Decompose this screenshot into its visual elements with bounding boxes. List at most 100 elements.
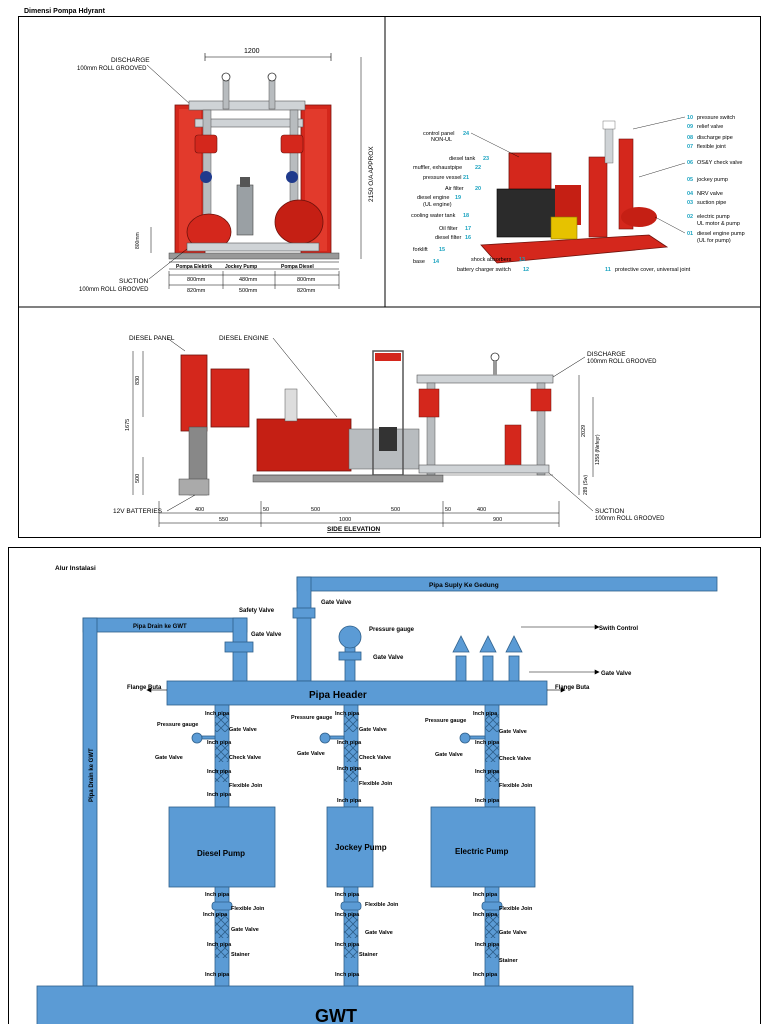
j-check: Check Valve (359, 755, 391, 761)
d-inch-8: Inch pipa (205, 972, 230, 978)
e-inch-2: Inch pipa (475, 740, 500, 746)
j-inch-8: Inch pipa (335, 972, 360, 978)
front-dim-r1-c: 800mm (297, 277, 316, 283)
side-rdim-a: 2029 (581, 425, 587, 437)
callout-22-num: 22 (475, 165, 481, 171)
j-flex: Flexible Join (359, 781, 393, 787)
e-inch-6: Inch pipa (473, 912, 498, 918)
callout-04-label: NRV valve (697, 191, 723, 197)
d-gate-3: Gate Valve (231, 927, 259, 933)
j-stainer: Stainer (359, 952, 379, 958)
callout-13-label: shock absorbers (471, 257, 512, 263)
supply-pipe (296, 576, 718, 592)
callout-20-num: 20 (475, 186, 481, 192)
d-inch-2: Inch pipa (207, 740, 232, 746)
pipa-header (166, 680, 548, 706)
side-elevation: DIESEL PANEL DIESEL ENGINE DISCHARGE 1 (113, 335, 665, 533)
side-dim-r1-a: 400 (195, 507, 204, 513)
label-gate-valve-top: Gate Valve (373, 655, 404, 661)
front-dim-top: 1200 (244, 48, 260, 55)
callout-21-label: pressure vessel (423, 175, 462, 181)
front-suction: SUCTION (119, 278, 149, 285)
diesel-pump-box (168, 806, 276, 888)
d-inch-3: Inch pipa (207, 769, 232, 775)
d-gate-2: Gate Valve (155, 755, 183, 761)
e-gate-1: Gate Valve (499, 729, 527, 735)
j-gate-1: Gate Valve (359, 727, 387, 733)
d-flex-2: Flexible Join (231, 906, 265, 912)
front-view: 1200 DISCHARGE 100mm ROLL GROOVED (77, 48, 375, 294)
side-dim-r2-a: 550 (219, 517, 228, 523)
callout-07-label: flexible joint (697, 144, 726, 150)
label-jockey-pump: Jockey Pump (225, 264, 257, 270)
callout-22-label: muffler, exhaustpipe (413, 165, 462, 171)
callout-10-num: 10 (687, 115, 693, 121)
label-gate-valve-right: Gate Valve (601, 671, 632, 677)
side-dim-r1-e: 50 (445, 507, 451, 513)
top-title: Dimensi Pompa Hdyrant (24, 8, 105, 15)
callout-24-sub: NON-UL (431, 137, 452, 143)
callout-02-label: electric pump (697, 214, 730, 220)
iso-callouts-right: 10 pressure switch 09 relief valve 08 di… (632, 115, 745, 244)
callout-05-num: 05 (687, 177, 693, 183)
callout-21-num: 21 (463, 175, 469, 181)
d-inch-7: Inch pipa (207, 942, 232, 948)
side-suction: SUCTION (595, 508, 625, 515)
label-gate-valve-drain: Gate Valve (251, 632, 282, 638)
j-inch-2: Inch pipa (337, 740, 362, 746)
front-dim-r2-b: 500mm (239, 288, 258, 294)
d-inch-6: Inch pipa (203, 912, 228, 918)
e-inch-8: Inch pipa (473, 972, 498, 978)
callout-19-num: 19 (455, 195, 461, 201)
side-suction-sub: 100mm ROLL GROOVED (595, 516, 665, 522)
callout-07-num: 07 (687, 144, 693, 150)
installation-svg: Alur Instalasi (36, 565, 718, 1024)
callout-01-num: 01 (687, 231, 693, 237)
front-discharge: DISCHARGE (111, 57, 150, 64)
j-gate-3: Gate Valve (365, 930, 393, 936)
callout-11-label: protective cover, universal joint (615, 267, 691, 273)
callout-08-num: 08 (687, 135, 693, 141)
callout-23-num: 23 (483, 156, 489, 162)
side-rdim-b: 1358 (Nefeyr) (595, 434, 601, 465)
callout-17-num: 17 (465, 226, 471, 232)
callout-09-label: relief valve (697, 124, 723, 130)
iso-view: control panel NON-UL 24 diesel tank 23 m… (411, 115, 745, 273)
j-inch-6: Inch pipa (335, 912, 360, 918)
side-dim-r2-c: 900 (493, 517, 502, 523)
d-inch-4: Inch pipa (207, 792, 232, 798)
callout-19-label: diesel engine (417, 195, 449, 201)
e-inch-3: Inch pipa (475, 769, 500, 775)
jockey-pump-box (326, 806, 374, 888)
label-diesel-pump: Diesel Pump (197, 849, 245, 858)
d-check: Check Valve (229, 755, 261, 761)
side-discharge: DISCHARGE (587, 351, 626, 358)
label-jockey-pump: Jockey Pump (335, 843, 387, 852)
electric-pump-box (430, 806, 536, 888)
label-flange-left: Flange Buta (127, 685, 162, 691)
side-dim-r1-c: 500 (311, 507, 320, 513)
label-switch-control: Swith Control (599, 626, 638, 632)
side-caption: SIDE ELEVATION (327, 526, 381, 533)
label-gate-valve-supply: Gate Valve (321, 600, 352, 606)
j-inch-3: Inch pipa (337, 766, 362, 772)
callout-18-num: 18 (463, 213, 469, 219)
callout-15-num: 15 (439, 247, 445, 253)
label-electric-pump: Electric Pump (455, 847, 508, 856)
callout-06-label: OS&Y check valve (697, 160, 742, 166)
callout-12-label: battery charger switch (457, 267, 511, 273)
d-stainer: Stainer (231, 952, 251, 958)
callout-24-num: 24 (463, 131, 470, 137)
d-gauge: Pressure gauge (157, 722, 198, 728)
side-vdim-500: 500 (135, 474, 141, 483)
callout-14-label: base (413, 259, 425, 265)
j-gate-2: Gate Valve (297, 751, 325, 757)
e-flex-2: Flexible Join (499, 906, 533, 912)
front-dim-r2-c: 820mm (297, 288, 316, 294)
install-title: Alur Instalasi (55, 565, 96, 572)
label-pipa-header: Pipa Header (309, 690, 367, 701)
j-inch-1: Inch pipa (335, 711, 360, 717)
label-safety-valve: Safety Valve (239, 608, 275, 614)
callout-03-num: 03 (687, 200, 693, 206)
front-height: 2150 O/A APPROX (368, 146, 375, 202)
